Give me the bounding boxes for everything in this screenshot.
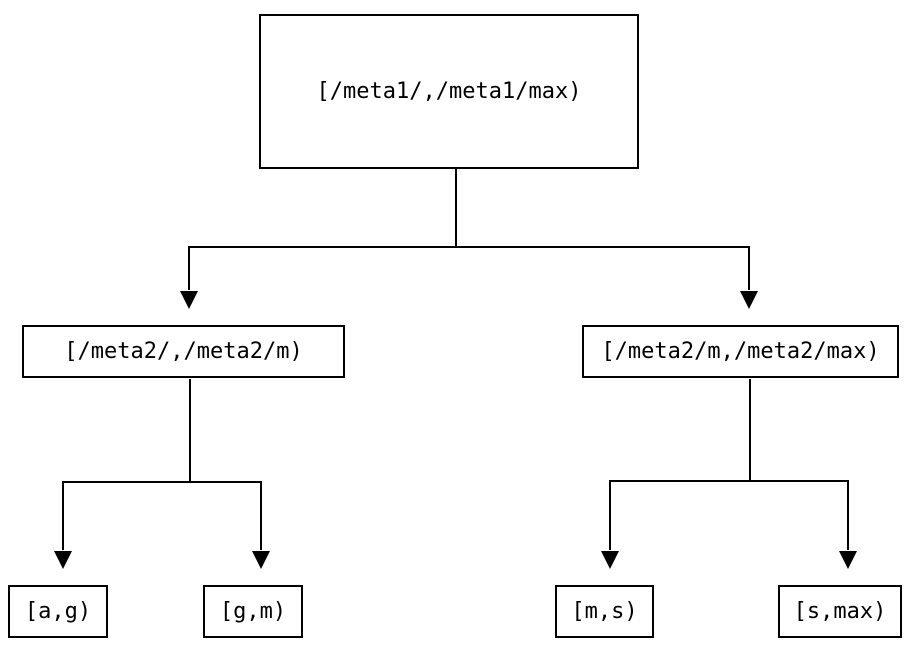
node-meta2-left: [/meta2/,/meta2/m) [22, 325, 345, 378]
arrowhead-icon [180, 291, 198, 309]
node-leaf-ag: [a,g) [8, 585, 108, 638]
node-meta2-right: [/meta2/m,/meta2/max) [582, 325, 899, 378]
node-leaf-gm: [g,m) [203, 585, 303, 638]
node-root-label: [/meta1/,/meta1/max) [316, 78, 582, 104]
node-leaf-gm-label: [g,m) [219, 598, 287, 624]
node-leaf-smax-label: [s,max) [793, 598, 887, 624]
node-leaf-ms-label: [m,s) [571, 598, 638, 624]
node-root: [/meta1/,/meta1/max) [259, 14, 639, 169]
node-leaf-ms: [m,s) [555, 585, 654, 638]
node-meta2-right-label: [/meta2/m,/meta2/max) [601, 338, 880, 364]
arrowhead-icon [54, 551, 72, 569]
arrowhead-icon [601, 551, 619, 569]
arrowhead-icon [839, 551, 857, 569]
connector-branch [62, 481, 262, 550]
node-leaf-smax: [s,max) [778, 585, 902, 638]
connector-branch [609, 480, 849, 550]
connector-branch [188, 246, 750, 290]
node-meta2-left-label: [/meta2/,/meta2/m) [64, 338, 303, 364]
arrowhead-icon [740, 291, 758, 309]
connector-right-to-level3 [601, 379, 857, 569]
connector-left-to-level3 [54, 379, 270, 569]
connector-root-to-level2 [180, 169, 758, 309]
arrowhead-icon [252, 551, 270, 569]
node-leaf-ag-label: [a,g) [24, 598, 92, 624]
